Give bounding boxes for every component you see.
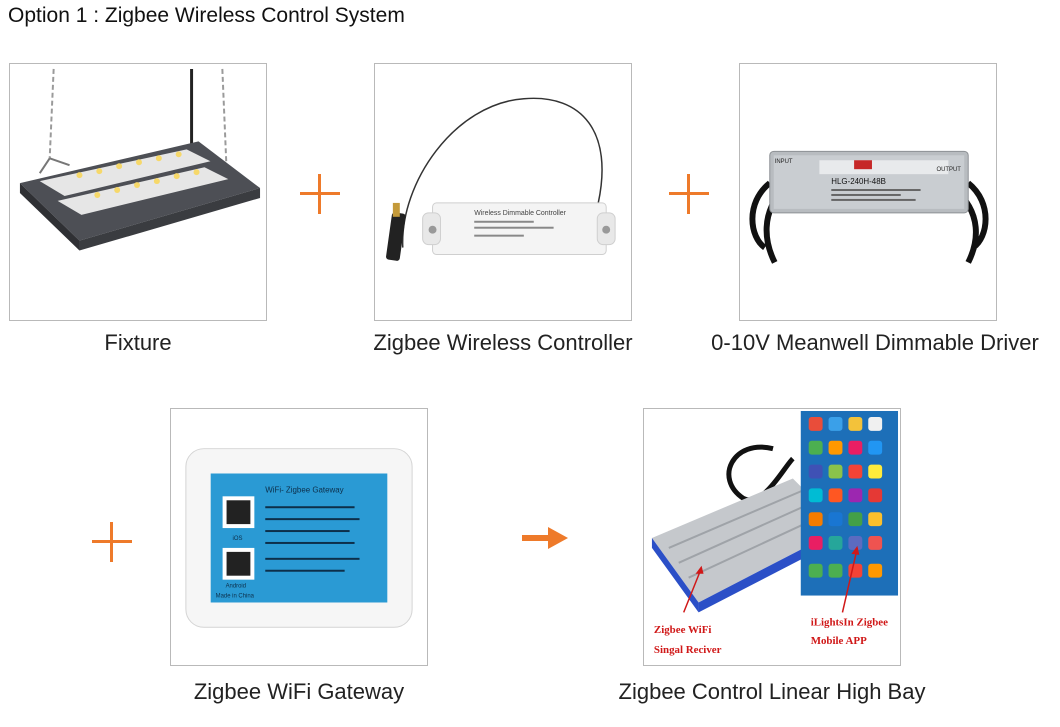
plus-icon — [667, 172, 711, 216]
annotation-app-line2: Mobile APP — [811, 635, 867, 647]
driver-output-label: OUTPUT — [936, 167, 961, 173]
plus-icon — [90, 520, 134, 564]
gateway-image: WiFi- Zigbee Gateway iOS Android Made in… — [170, 408, 428, 666]
driver-image: INPUT OUTPUT HLG-240H-48B — [739, 63, 997, 321]
gateway-made-label: Made in China — [216, 594, 255, 600]
gateway-device-label: WiFi- Zigbee Gateway — [265, 485, 343, 494]
fixture-caption: Fixture — [104, 330, 172, 355]
controller-caption: Zigbee Wireless Controller — [373, 330, 633, 355]
annotation-app-line1: iLightsIn Zigbee — [811, 616, 888, 628]
gateway-caption: Zigbee WiFi Gateway — [193, 679, 405, 704]
gateway-ios-label: iOS — [233, 536, 243, 542]
fixture-image — [9, 63, 267, 321]
gateway-android-label: Android — [226, 584, 246, 590]
linear-high-bay-caption: Zigbee Control Linear High Bay — [618, 679, 926, 704]
driver-model-label: HLG-240H-48B — [831, 177, 886, 186]
page-title: Option 1 : Zigbee Wireless Control Syste… — [8, 4, 405, 27]
controller-device-label: Wireless Dimmable Controller — [474, 210, 566, 217]
linear-high-bay-image: Zigbee WiFi Singal Reciver iLightsIn Zig… — [643, 408, 901, 666]
driver-input-label: INPUT — [775, 159, 793, 165]
arrow-right-icon — [522, 525, 568, 551]
plus-icon — [298, 172, 342, 216]
controller-image: Wireless Dimmable Controller — [374, 63, 632, 321]
annotation-receiver-line2: Singal Reciver — [654, 644, 722, 656]
driver-caption: 0-10V Meanwell Dimmable Driver — [711, 330, 1039, 355]
annotation-receiver-line1: Zigbee WiFi — [654, 624, 711, 636]
